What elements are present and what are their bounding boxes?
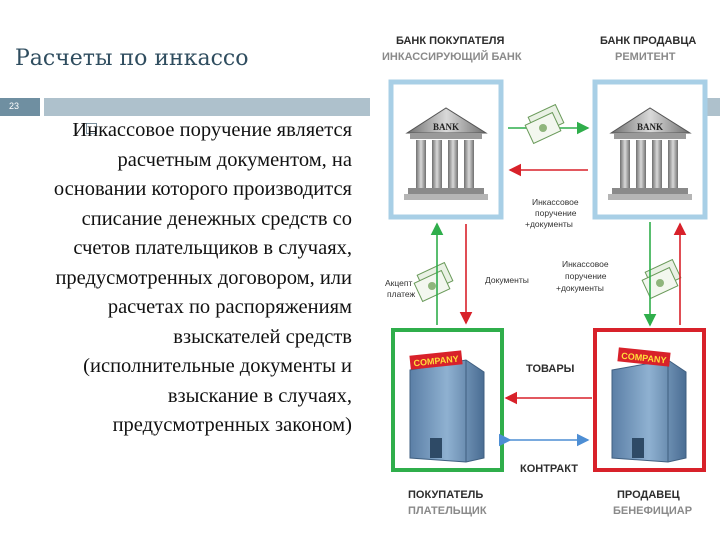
money-icon — [642, 260, 681, 299]
buyer-title: ПОКУПАТЕЛЬ — [408, 489, 483, 501]
buyer-bank-node: BANK — [391, 82, 501, 217]
bank-sign: BANK — [637, 122, 663, 132]
goods-label: ТОВАРЫ — [526, 363, 575, 375]
buyer-bank-subtitle: ИНКАССИРУЮЩИЙ БАНК — [382, 50, 522, 63]
buyer-company-node: COMPANY — [393, 330, 502, 470]
buyer-bank-title: БАНК ПОКУПАТЕЛЯ — [396, 35, 505, 47]
office-building-icon: COMPANY — [409, 350, 484, 462]
acceptance-label-line2: платеж — [387, 289, 416, 299]
collection-order-label-2-line2: поручение — [565, 271, 607, 281]
seller-bank-subtitle: РЕМИТЕНТ — [615, 51, 676, 63]
money-icon — [414, 263, 453, 302]
buyer-subtitle: ПЛАТЕЛЬЩИК — [408, 505, 487, 517]
bank-sign: BANK — [433, 122, 459, 132]
seller-title: ПРОДАВЕЦ — [617, 489, 680, 501]
collection-order-label-2-line3: +документы — [556, 283, 604, 293]
collection-order-label-2-line1: Инкассовое — [562, 259, 609, 269]
seller-subtitle: БЕНЕФИЦИАР — [613, 505, 692, 517]
seller-company-node: COMPANY — [595, 330, 704, 470]
contract-label: КОНТРАКТ — [520, 463, 578, 475]
money-icon — [525, 105, 564, 144]
seller-bank-node: BANK — [595, 82, 705, 217]
acceptance-label-line1: Акцепт — [385, 278, 412, 288]
seller-bank-title: БАНК ПРОДАВЦА — [600, 35, 696, 47]
collection-order-label-1-line2: поручение — [535, 208, 577, 218]
collection-order-label-1-line3: +документы — [525, 219, 573, 229]
collection-order-label-1-line1: Инкассовое — [532, 197, 579, 207]
documents-label: Документы — [485, 275, 529, 285]
